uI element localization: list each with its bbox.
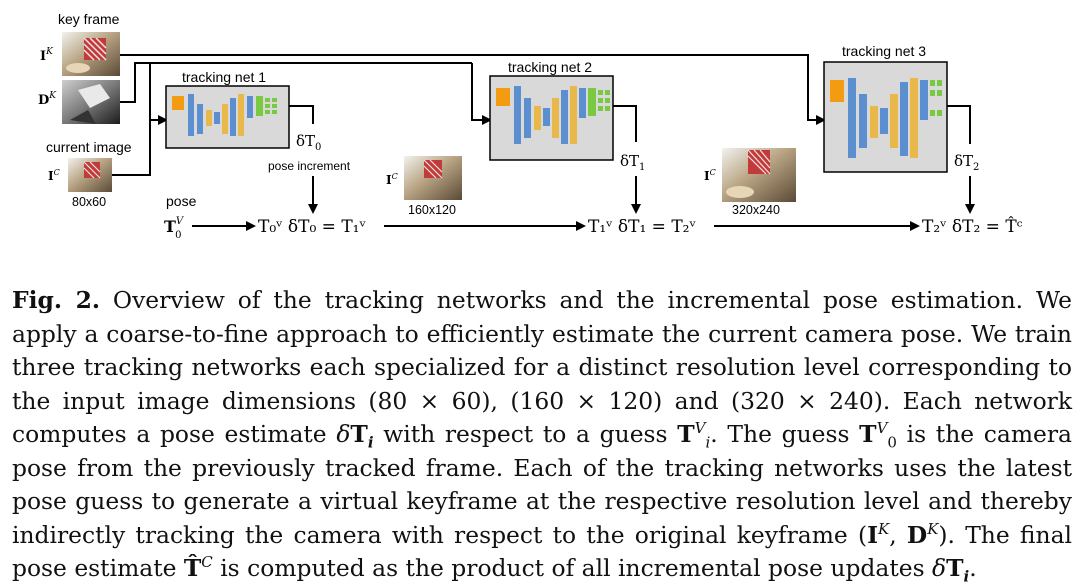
dk-label: DK: [38, 91, 57, 108]
caption-math-dTi: δTi: [336, 420, 374, 452]
caption-line-7: generate a virtual keyframe at the respe…: [12, 487, 1072, 549]
net-1-output-line: [289, 105, 314, 124]
figure-diagram: key frame IK DK current image IC 80x60 t…: [38, 11, 1023, 241]
caption-math-dTi-2: δTi: [932, 554, 970, 586]
pose-increment-label: pose increment: [268, 159, 351, 173]
pose-equation-2: T₁ᵛ δT₁ = T₂ᵛ: [588, 217, 696, 237]
caption-label: Fig. 2.: [12, 286, 101, 314]
caption-line-8c: is: [212, 554, 240, 582]
figure-caption: Fig. 2. Overview of the tracking network…: [12, 284, 1072, 586]
caption-line-6: previously tracked frame. Each of the tr…: [12, 453, 1072, 516]
caption-line-8a: the camera with respect to the original …: [244, 520, 868, 549]
net-1-title: tracking net 1: [182, 69, 266, 85]
caption-line-4: image dimensions (80 × 60), (160 × 120) …: [12, 386, 1073, 449]
caption-math-TiV: TVi: [677, 419, 711, 452]
current-image-160x120: [404, 156, 462, 200]
current-image-label: current image: [46, 139, 132, 155]
net-2-delta: δT1: [620, 152, 645, 173]
key-frame-depth-image: [62, 80, 120, 124]
net-2-title: tracking net 2: [508, 59, 592, 75]
tracking-net-2: [489, 75, 614, 161]
pose-label: pose: [166, 193, 197, 209]
tracking-net-3: [823, 61, 948, 173]
tracking-net-1: [165, 85, 290, 149]
ic-label-2: IC: [386, 172, 398, 187]
current-image-320x240: [722, 148, 796, 202]
caption-line-9b: .: [969, 554, 977, 582]
net-3-delta: δT2: [954, 152, 979, 173]
resolution-320x240: 320x240: [732, 203, 780, 217]
pose-equation-3: T₂ᵛ δT₂ = T̂ᶜ: [922, 217, 1023, 237]
caption-math-keyframe: IK, DK: [867, 519, 939, 549]
resolution-80x60: 80x60: [72, 195, 106, 209]
current-image-80x60: [68, 158, 112, 192]
pose-equation-1: T₀ᵛ δT₀ = T₁ᵛ: [258, 217, 366, 237]
caption-line-1: Overview of the tracking networks and th…: [12, 286, 1072, 348]
caption-line-2: a coarse-to-fine approach to efficiently…: [12, 319, 1072, 382]
caption-math-That: T̂C: [183, 553, 213, 582]
caption-line-5d: is the camera pose from the: [12, 420, 1072, 482]
net-1-delta: δT0: [296, 132, 321, 153]
caption-line-9a: computed as the product of all increment…: [247, 554, 933, 582]
ic-label-3: IC: [704, 168, 716, 183]
net-2-output-line: [613, 105, 637, 142]
caption-line-5c: . The guess: [710, 420, 860, 448]
caption-line-8b: ). The final pose estimate: [12, 520, 1072, 583]
ik-label: IK: [40, 47, 54, 64]
caption-line-5a: estimate: [224, 420, 337, 448]
caption-math-T0V: TV0: [859, 419, 897, 452]
caption-line-3: tracking networks each specialized for a…: [12, 353, 1073, 415]
keyframe-feed-lines: [112, 54, 826, 176]
net-3-title: tracking net 3: [842, 43, 926, 59]
ic-label-1: IC: [48, 168, 60, 183]
key-frame-label: key frame: [58, 11, 120, 27]
key-frame-color-image: [62, 32, 120, 76]
caption-line-5b: with respect to a guess: [373, 420, 678, 448]
resolution-160x120: 160x120: [408, 203, 456, 217]
net-3-output-line: [947, 105, 971, 144]
